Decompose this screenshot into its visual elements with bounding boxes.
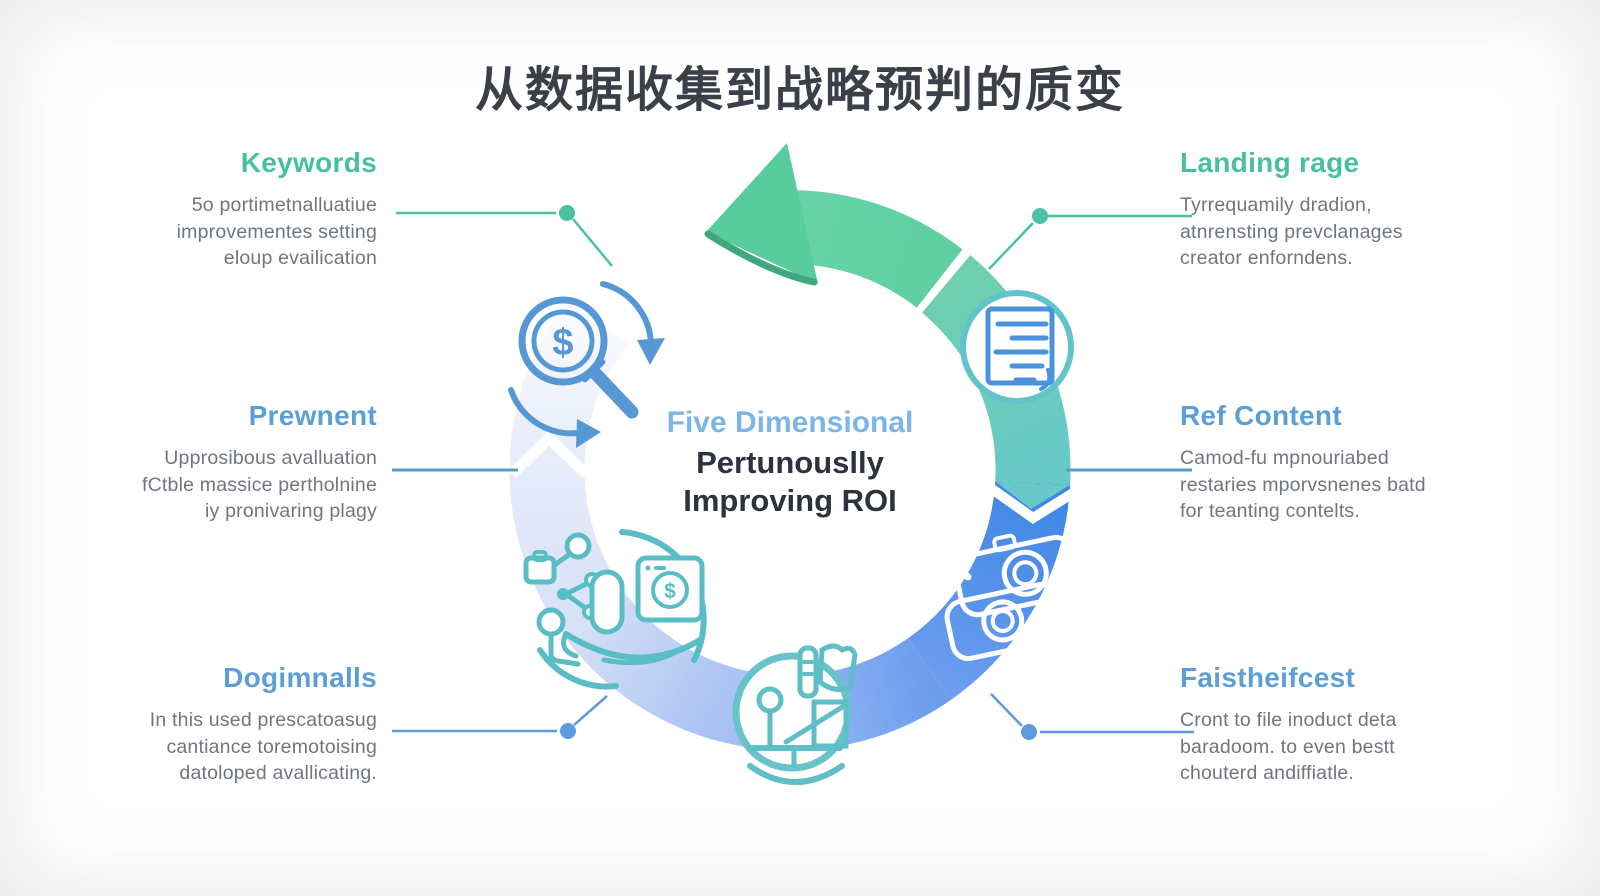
center-label: Five Dimensional Pertunouslly Improving … xyxy=(615,406,965,520)
page-title: 从数据收集到战略预判的质变 xyxy=(474,64,1125,117)
section-landing-page: Landing rage Tyrrequamily dradion, atnre… xyxy=(1180,147,1490,272)
section-ref-content: Ref Content Camod-fu mpnouriabed restari… xyxy=(1180,400,1490,525)
arc-segment-periwinkle xyxy=(568,595,763,748)
chevron-down-icon xyxy=(995,481,1070,509)
connector-dot xyxy=(560,723,576,739)
center-label-main: Pertunouslly Improving ROI xyxy=(683,445,897,518)
chevron-gap xyxy=(989,484,1076,525)
section-keywords: Keywords 5o portimetnalluatiue improveme… xyxy=(95,147,377,272)
section-body: Tyrrequamily dradion, atnrensting prevcl… xyxy=(1180,194,1403,269)
section-faistheifcest: Faistheifcest Cront to file inoduct deta… xyxy=(1180,662,1490,787)
section-heading: Keywords xyxy=(240,147,377,178)
section-body: Upprosibous avalluation fCtble massice p… xyxy=(142,447,377,522)
green-arrow-tail xyxy=(770,190,963,308)
data-network-dollar-icon: $ xyxy=(523,529,707,690)
section-heading: Faistheifcest xyxy=(1180,662,1356,693)
chevron-up-icon xyxy=(508,430,590,478)
connector-dot xyxy=(1021,724,1037,740)
section-heading: Landing rage xyxy=(1180,147,1360,178)
arc-segment-pale xyxy=(509,297,629,643)
landing-page-connector xyxy=(988,208,1192,270)
keywords-connector xyxy=(396,205,613,267)
section-body: Cront to file inoduct deta baradoom. to … xyxy=(1180,709,1397,784)
dollar-glyph: $ xyxy=(664,580,676,603)
section-body: Camod-fu mpnouriabed restaries mporvsnen… xyxy=(1180,447,1426,522)
center-label-top: Five Dimensional xyxy=(666,406,914,439)
section-prewnent: Prewnent Upprosibous avalluation fCtble … xyxy=(95,400,377,525)
connector-dot xyxy=(559,205,575,221)
section-dogimnalls: Dogimnalls In this used prescatoasug can… xyxy=(95,662,377,787)
dogimnalls-connector xyxy=(392,695,608,739)
section-heading: Prewnent xyxy=(248,400,377,431)
green-arrowhead-icon xyxy=(706,143,818,284)
dollar-magnifier-refresh-icon: $ xyxy=(508,281,665,448)
faistheifcest-connector xyxy=(990,693,1194,740)
chart-flag-gauge-icon xyxy=(732,643,858,785)
section-body: 5o portimetnalluatiue improvementes sett… xyxy=(176,194,377,269)
connector-dot xyxy=(1032,208,1048,224)
document-report-icon xyxy=(960,290,1074,404)
camera-sync-arrows-icon xyxy=(928,533,1081,662)
section-body: In this used prescatoasug cantiance tore… xyxy=(149,709,377,784)
section-heading: Ref Content xyxy=(1180,400,1342,431)
dollar-glyph: $ xyxy=(552,322,573,364)
green-arrowhead-fold xyxy=(704,230,818,286)
section-heading: Dogimnalls xyxy=(223,662,377,693)
